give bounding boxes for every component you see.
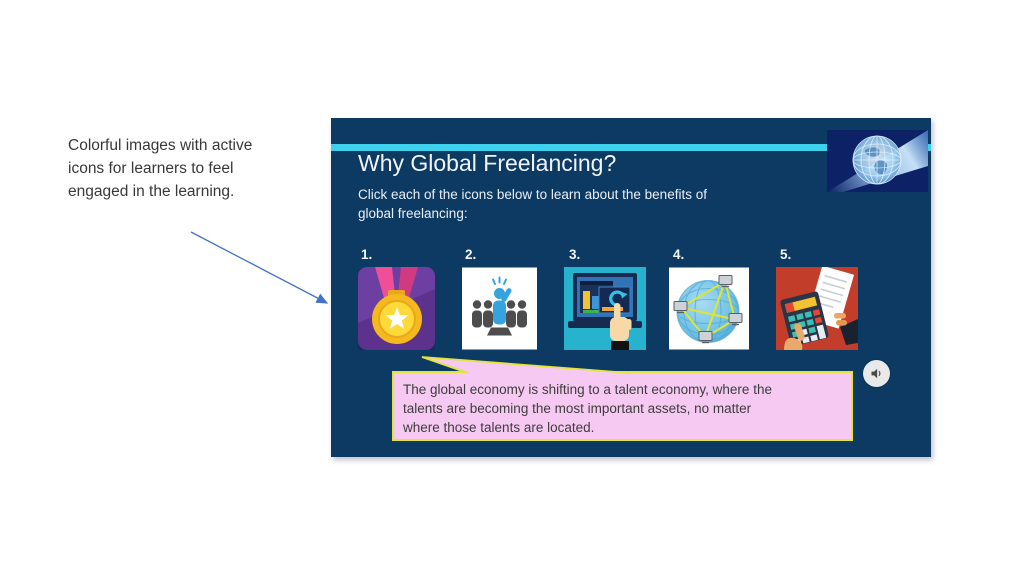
icon-number-label: 3. [569,247,581,262]
slide-title: Why Global Freelancing? [358,150,617,176]
popup-line: where those talents are located. [403,420,595,435]
icon-number-label: 1. [361,247,373,262]
globe-logo [827,130,928,192]
annotation-line: engaged in the learning. [68,183,235,200]
annotation-arrow [190,231,329,304]
popup-line: The global economy is shifting to a tale… [403,382,772,397]
icon-number-label: 4. [673,247,685,262]
global-network-icon[interactable] [669,267,749,350]
audio-button[interactable] [863,360,890,387]
subtitle-line: global freelancing: [358,206,468,221]
popup-bubble-tail [421,356,631,374]
subtitle-line: Click each of the icons below to learn a… [358,187,707,202]
slide-subtitle: Click each of the icons below to learn a… [358,185,707,223]
popup-bubble: The global economy is shifting to a tale… [392,371,853,441]
icon-number-label: 2. [465,247,477,262]
speaker-icon [871,368,881,379]
laptop-sync-icon[interactable] [564,267,646,350]
team-leader-icon[interactable] [462,267,537,350]
accent-stripe [331,144,931,151]
icon-number-label: 5. [780,247,792,262]
calculator-invoice-icon[interactable] [776,267,858,350]
annotation-line: Colorful images with active [68,137,253,154]
annotation-line: icons for learners to feel [68,160,234,177]
popup-line: talents are becoming the most important … [403,401,752,416]
slide: Why Global Freelancing? Click each of th… [331,118,931,457]
medal-award-icon[interactable] [358,267,435,350]
globe-logo-icon [827,130,928,192]
annotation-note: Colorful images with active icons for le… [68,134,252,203]
